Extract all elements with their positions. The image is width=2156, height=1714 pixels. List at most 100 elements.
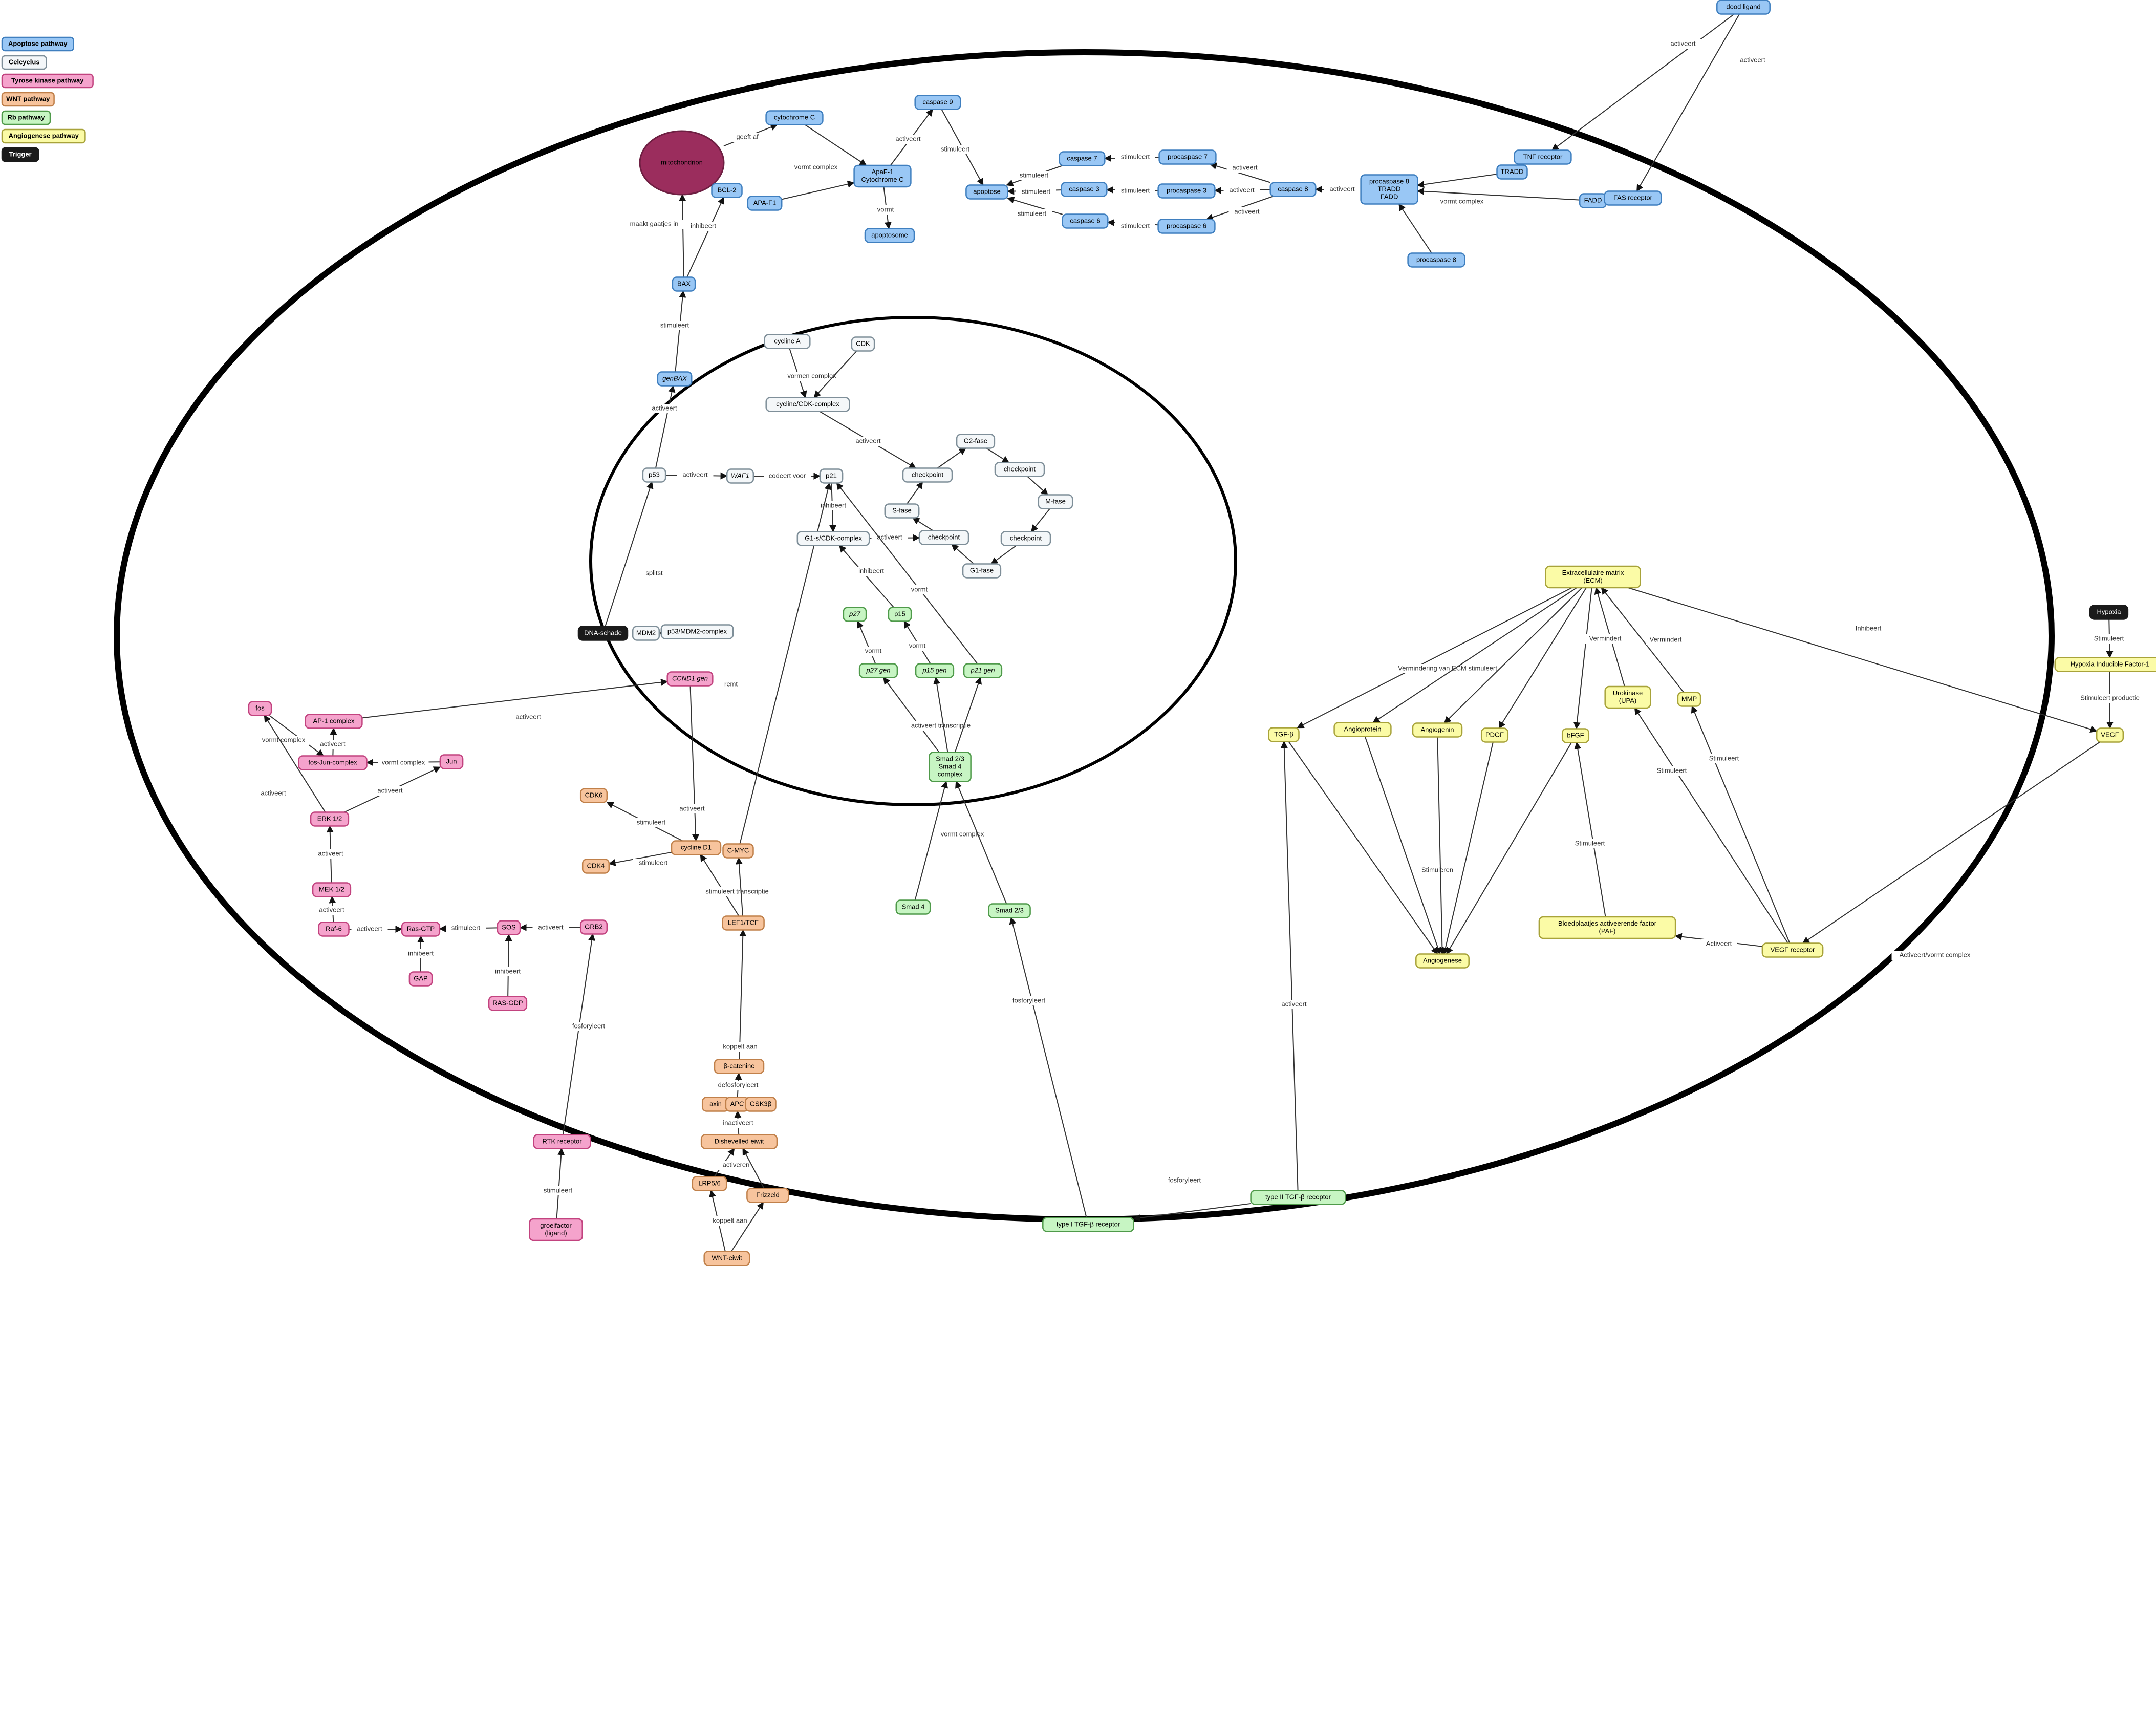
edge-label-bg (1012, 209, 1052, 219)
edge-line (1802, 741, 2100, 944)
edge-chk4-sfase (912, 517, 934, 531)
edge-frizzled-dish (742, 1148, 765, 1189)
edge-label: stimuleert (544, 1186, 573, 1194)
node-label: apoptose (973, 187, 1001, 195)
edge-label-bg (313, 906, 350, 915)
node-box (642, 467, 666, 483)
node-procasp3: procaspase 3 (1157, 183, 1216, 199)
node-cyclined1: cycline D1 (671, 840, 722, 855)
node-label: p27 (849, 610, 860, 617)
node-box (1415, 953, 1470, 969)
edge-ccnd1-cyclined1: activeert (674, 685, 710, 842)
edge-label: maakt gaatjes in (630, 220, 679, 227)
edge-smad4-smadc: vormt complex (914, 781, 988, 901)
edge-label-bg (639, 569, 669, 578)
edge-line (955, 781, 1007, 904)
edge-g1-chk4 (951, 544, 975, 565)
edge-label-bg (372, 786, 408, 796)
edge-label: Inhibeert (1856, 624, 1882, 632)
edge-label-bg (489, 967, 526, 976)
node-label: Smad 4 (902, 903, 925, 910)
edge-label: stimuleert (637, 818, 666, 826)
node-label: G1-fase (970, 566, 994, 574)
node-box (1496, 164, 1528, 180)
edge-label-bg (1161, 1176, 1208, 1185)
node-label: Raf-6 (326, 925, 342, 932)
node-lef: LEF1/TCF (722, 915, 765, 931)
edge-p27gen-p27: vormt (857, 620, 885, 664)
node-label: procaspase 7 (1168, 153, 1208, 160)
node-box (533, 1134, 591, 1149)
node-box (962, 563, 1002, 579)
edge-label: fosforyleert (1168, 1176, 1201, 1184)
node-box (956, 434, 996, 449)
edge-line (813, 350, 857, 398)
edge-g2-chk2 (986, 447, 1010, 463)
node-label: C-MYC (727, 846, 749, 854)
edge-upa-ecm: Vermindert (1585, 587, 1625, 687)
node-box (965, 184, 1008, 200)
node-mfase: M-fase (1038, 494, 1073, 509)
edge-label-bg (785, 372, 839, 381)
edge-apc-bcat: defosforyleert (711, 1073, 765, 1098)
node-box (711, 183, 743, 198)
edge-label: inhibeert (821, 501, 846, 509)
node-label: axin (709, 1100, 722, 1107)
edge-label: vormt complex (1440, 197, 1484, 205)
edge-line (933, 677, 948, 753)
edge-label-bg (1014, 171, 1054, 180)
node-wnt: WNT-eiwit (703, 1251, 750, 1266)
node-box (765, 397, 850, 412)
node-label: checkpoint (912, 470, 944, 478)
node-jun: Jun (439, 754, 464, 769)
node-box (312, 882, 352, 897)
edge-label-bg (538, 1186, 578, 1195)
edge-gap-rasgtp: inhibeert (402, 935, 439, 972)
edge-cyclined1-cdk6: stimuleert (606, 802, 683, 842)
node-box (1360, 174, 1418, 205)
edge-label: fosforyleert (1012, 996, 1046, 1004)
node-box (1157, 219, 1216, 234)
edge-label: inhibeert (691, 222, 716, 229)
edge-label-bg (853, 567, 890, 576)
edge-line (264, 715, 326, 813)
node-grb2: GRB2 (579, 919, 608, 935)
edge-label-bg (935, 145, 975, 154)
edge-label: Stimuleert productie (2080, 694, 2140, 701)
node-smad4: Smad 4 (895, 899, 931, 915)
edge-line (1691, 705, 1791, 944)
edge-apafcyt-apoptosome: vormt (874, 186, 897, 229)
edge-label-bg (708, 1216, 752, 1226)
node-label: VEGF (2101, 731, 2119, 738)
edge-procasp3-casp3: stimuleert (1106, 186, 1158, 196)
edge-casp3-apoptose: stimuleert (1007, 187, 1062, 197)
edge-erk-fos: activeert (255, 715, 326, 813)
edge-line (1209, 162, 1271, 183)
node-label: checkpoint (1010, 534, 1042, 542)
node-tradd: TRADD (1496, 164, 1528, 180)
edge-rtk-grb2: fosforyleert (563, 933, 612, 1135)
edge-smadc-p21gen (954, 677, 982, 753)
node-label: VEGF receptor (1771, 946, 1815, 953)
node-label: type I TGF-β receptor (1057, 1220, 1120, 1228)
edge-line (1442, 742, 1494, 955)
node-ecm: Extracellulaire matrix(ECM) (1545, 565, 1641, 589)
edge-label: Stimuleert (2094, 634, 2124, 642)
edge-line (1372, 587, 1577, 723)
edge-fadd-disc (1417, 187, 1580, 201)
node-bcat: β-catenine (714, 1059, 765, 1074)
edge-label: activeert transcriptie (911, 721, 971, 729)
node-raf: Raf-6 (318, 922, 350, 937)
edge-tgfb-angiogenese: Stimuleren (1288, 741, 1457, 955)
node-box (747, 196, 783, 211)
node-label: Angioprotein (1344, 725, 1382, 733)
node-label: GSK3β (750, 1100, 771, 1107)
edge-line (781, 180, 855, 200)
edge-genbax-bax: stimuleert (655, 290, 695, 372)
node-p27: p27 (843, 607, 867, 622)
edge-label: koppelt aan (723, 1042, 757, 1050)
edge-cyclined1-cdk4: stimuleert (608, 851, 673, 868)
node-hif: Hypoxia Inducible Factor-1 (2054, 657, 2156, 672)
edge-ecm-angiogenin (1443, 587, 1583, 724)
